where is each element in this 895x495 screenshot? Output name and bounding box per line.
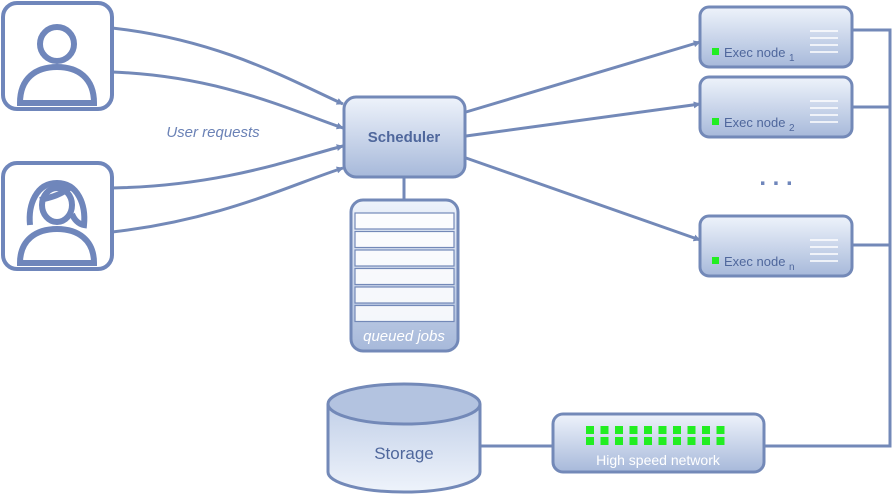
dispatch-arrow-1 — [465, 40, 701, 114]
queue-slot — [354, 286, 455, 304]
request-arrow-3 — [111, 144, 344, 190]
storage-label: Storage — [374, 444, 434, 463]
port-led — [586, 426, 594, 434]
port-led — [673, 426, 681, 434]
queue-slot — [354, 230, 455, 249]
queue-slots — [354, 212, 455, 323]
port-led — [644, 437, 652, 445]
port-led — [687, 437, 696, 445]
port-led — [586, 437, 594, 445]
scheduler-label: Scheduler — [368, 129, 441, 146]
request-arrow-2 — [111, 70, 344, 130]
port-led — [629, 426, 638, 434]
exec-node-name: Exec node — [724, 45, 789, 60]
port-led — [687, 426, 696, 434]
more-nodes-ellipsis: . . . — [759, 164, 792, 191]
exec-node-name: Exec node — [724, 115, 789, 130]
exec-node: Exec node 1 — [698, 5, 854, 69]
job-queue: queued jobs — [349, 198, 460, 353]
dispatch-arrow-2 — [465, 101, 701, 138]
port-led — [702, 426, 710, 434]
scheduler: Scheduler — [342, 95, 467, 179]
exec-node-label: Exec node 2 — [724, 115, 795, 134]
port-led — [615, 437, 623, 445]
port-led — [658, 437, 667, 445]
user-female — [1, 161, 114, 271]
connections — [111, 26, 892, 448]
port-led — [615, 426, 623, 434]
port-led — [673, 437, 681, 445]
network-switch: High speed network — [551, 412, 766, 474]
request-arrow-1 — [111, 26, 344, 106]
port-led — [644, 426, 652, 434]
node-status-led — [712, 118, 719, 125]
exec-node-name: Exec node — [724, 254, 789, 269]
port-led — [600, 437, 609, 445]
exec-node-index: n — [789, 262, 795, 273]
port-led — [629, 437, 638, 445]
queued-jobs-label: queued jobs — [363, 328, 445, 345]
port-led — [600, 426, 609, 434]
user-male — [1, 1, 114, 111]
queue-slot — [354, 267, 455, 286]
user-female-icon — [16, 179, 98, 266]
queue-slot — [354, 212, 455, 230]
port-led — [716, 426, 725, 434]
exec-node-index: 2 — [789, 123, 795, 134]
port-led — [716, 437, 725, 445]
exec-node-label: Exec node n — [724, 254, 795, 273]
queue-slot — [354, 304, 455, 323]
request-arrow-4 — [111, 166, 344, 234]
node-status-led — [712, 48, 719, 55]
exec-node-index: 1 — [789, 53, 795, 64]
exec-node: Exec node 2 — [698, 75, 854, 139]
node-bus — [765, 28, 892, 448]
port-led — [702, 437, 710, 445]
user-requests-label: User requests — [166, 124, 260, 141]
queue-slot — [354, 249, 455, 267]
port-led — [658, 426, 667, 434]
user-male-icon — [16, 24, 98, 106]
node-status-led — [712, 257, 719, 264]
port-leds — [586, 426, 725, 445]
dispatch-arrow-3 — [465, 156, 701, 242]
network-label: High speed network — [596, 452, 721, 468]
storage: Storage — [326, 382, 482, 494]
exec-node-label: Exec node 1 — [724, 45, 795, 64]
exec-node: Exec node n — [698, 214, 854, 278]
